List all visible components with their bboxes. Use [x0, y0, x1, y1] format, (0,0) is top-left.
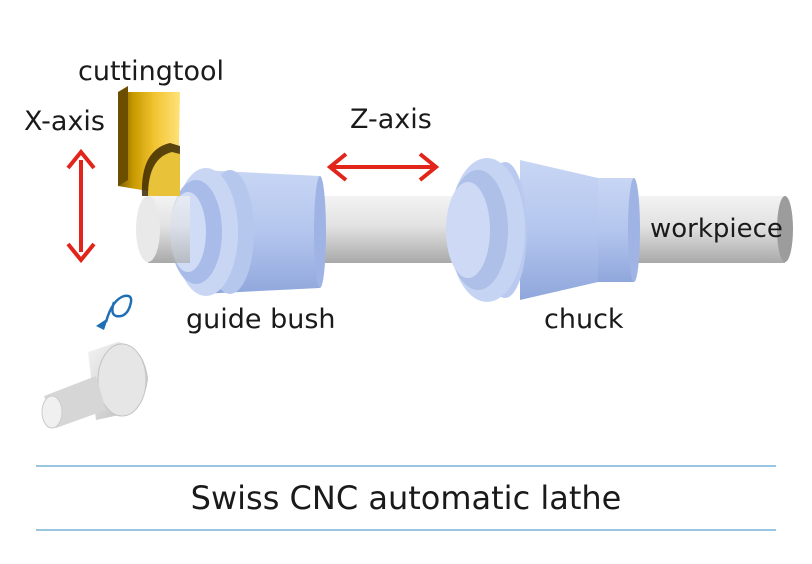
x-axis-arrow-icon	[66, 148, 96, 264]
guide-bush	[170, 168, 326, 296]
cutting-tool-label: cuttingtool	[78, 56, 225, 87]
chuck	[446, 158, 640, 302]
workpiece-label: workpiece	[650, 214, 783, 244]
z-axis-arrow-icon	[326, 152, 440, 182]
rotation-arrow-icon	[96, 294, 133, 330]
chuck-label: chuck	[544, 304, 624, 335]
cutting-tool	[118, 86, 180, 196]
diagram-title: Swiss CNC automatic lathe	[190, 479, 622, 517]
guide-bush-label: guide bush	[186, 304, 336, 335]
z-axis-label: Z-axis	[350, 104, 432, 135]
x-axis-label: X-axis	[24, 106, 105, 137]
finished-part-icon	[41, 342, 148, 429]
